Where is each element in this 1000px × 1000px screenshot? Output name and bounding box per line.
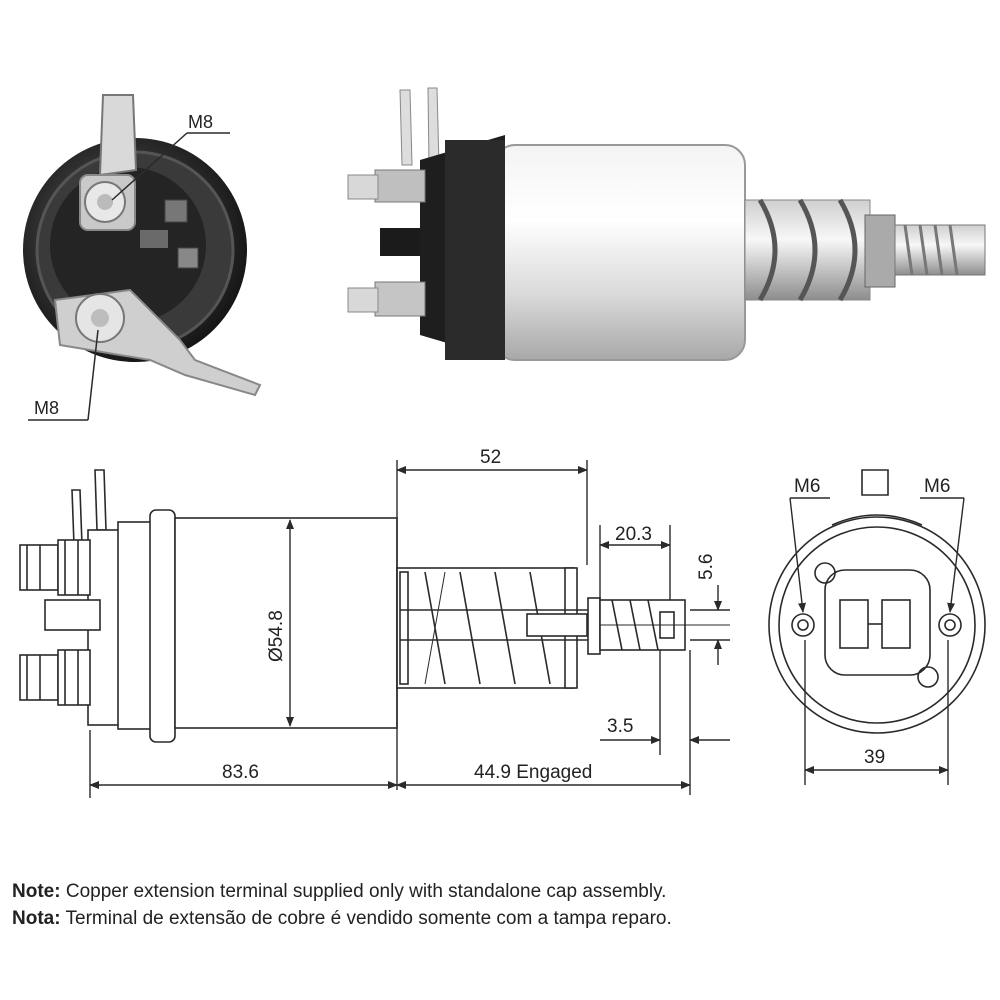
cap-spade-tab bbox=[861, 469, 889, 496]
cap-end-drawing bbox=[768, 469, 986, 734]
dim-39: 39 bbox=[864, 747, 885, 768]
side-dimensions bbox=[89, 460, 730, 798]
lower-stud bbox=[374, 281, 426, 317]
dim-diameter: Ø54.8 bbox=[266, 610, 287, 662]
solenoid-side-photo bbox=[347, 87, 986, 361]
solenoid-body bbox=[494, 144, 746, 361]
dim-20-3: 20.3 bbox=[615, 524, 652, 545]
dim-52: 52 bbox=[480, 447, 501, 468]
cap-end-photo: M8 M8 bbox=[23, 94, 262, 421]
upper-stud bbox=[374, 169, 426, 203]
top-terminal-label: M8 bbox=[188, 112, 213, 132]
bottom-terminal-label: M8 bbox=[34, 398, 59, 418]
note-text: Copper extension terminal supplied only … bbox=[65, 881, 667, 902]
dim-83-6: 83.6 bbox=[222, 762, 259, 783]
side-drawing bbox=[19, 469, 730, 743]
nota-text: Terminal de extensão de cobre é vendido … bbox=[65, 908, 672, 929]
note-english: Note: Copper extension terminal supplied… bbox=[12, 878, 992, 905]
dim-3-5: 3.5 bbox=[607, 716, 633, 737]
dim-5-6: 5.6 bbox=[696, 554, 717, 580]
top-spade-terminal bbox=[98, 94, 138, 177]
cap-left-m6: M6 bbox=[794, 476, 820, 497]
cap-dimensions bbox=[789, 497, 965, 785]
dim-44-9-engaged: 44.9 Engaged bbox=[474, 762, 592, 783]
right-m6-stud bbox=[938, 613, 962, 637]
notes-block: Note: Copper extension terminal supplied… bbox=[12, 878, 992, 932]
left-m6-stud bbox=[791, 613, 815, 637]
note-portuguese: Nota: Terminal de extensão de cobre é ve… bbox=[12, 905, 992, 932]
nota-label: Nota: bbox=[12, 908, 61, 929]
note-label: Note: bbox=[12, 881, 61, 902]
cap-right-m6: M6 bbox=[924, 476, 950, 497]
